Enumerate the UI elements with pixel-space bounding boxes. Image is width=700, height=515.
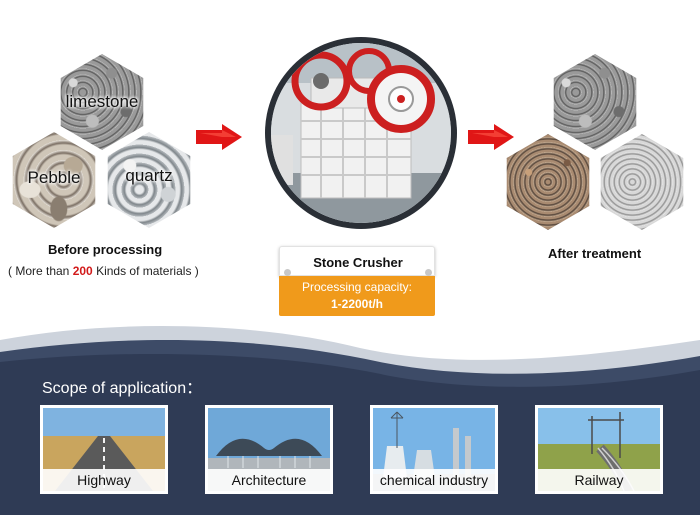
chemical-industry-card[interactable]: chemical industry (370, 405, 498, 494)
capacity-label: Processing capacity: (301, 280, 413, 294)
card-header: Stone Crusher (279, 246, 435, 276)
materials-note-prefix: ( More than (8, 264, 73, 278)
scope-background (0, 326, 700, 515)
right-arrow-icon (468, 124, 514, 150)
brown-aggregate-hexagon (506, 134, 590, 230)
chemical-industry-label: chemical industry (373, 469, 495, 491)
highway-card[interactable]: Highway (40, 405, 168, 494)
machine-name: Stone Crusher (313, 255, 403, 270)
railway-card[interactable]: Railway (535, 405, 663, 494)
pebble-hexagon (12, 132, 96, 228)
quartz-label: quartz (125, 166, 173, 185)
pebble-label: Pebble (27, 168, 81, 187)
capacity-value: 1-2200t/h (330, 297, 384, 311)
architecture-label: Architecture (208, 469, 330, 491)
grey-aggregate-hexagon (600, 134, 684, 230)
before-processing-title: Before processing (48, 242, 163, 257)
limestone-label: limestone (65, 92, 139, 111)
scope-title: Scope of application： (42, 380, 203, 397)
after-treatment-title: After treatment (548, 246, 642, 261)
card-dot-left (284, 269, 291, 276)
highway-label: Highway (43, 469, 165, 491)
railway-label: Railway (538, 469, 660, 491)
card-dot-right (425, 269, 432, 276)
stone-crusher-card: Stone Crusher Processing capacity: 1-220… (279, 246, 435, 316)
materials-note-suffix: Kinds of materials ) (92, 264, 199, 278)
right-arrow-icon (196, 124, 242, 150)
crushed-stone-hexagon (553, 54, 637, 150)
capacity-panel: Processing capacity: 1-2200t/h (279, 276, 435, 316)
materials-count: 200 (72, 264, 93, 278)
jaw-crusher-image (271, 43, 451, 223)
architecture-card[interactable]: Architecture (205, 405, 333, 494)
materials-note: ( More than 200 Kinds of materials ) (8, 264, 199, 278)
